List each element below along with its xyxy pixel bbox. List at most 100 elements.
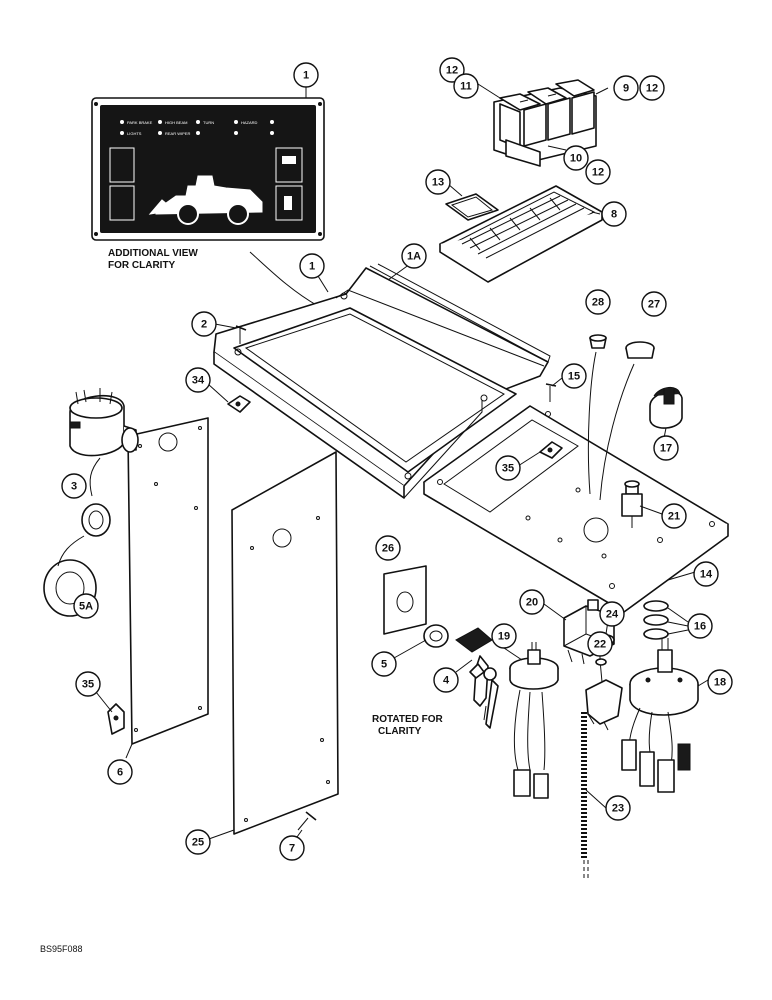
callout-c2: 2 — [191, 311, 217, 337]
indicator-label: HIGH BEAM — [165, 120, 187, 125]
callout-c25: 25 — [185, 829, 211, 855]
callout-c1b: 1 — [299, 253, 325, 279]
callout-label: 20 — [526, 597, 538, 609]
callout-circle — [401, 243, 427, 269]
callout-label: 16 — [694, 621, 706, 633]
callout-circle — [491, 623, 517, 649]
callout-circle — [107, 759, 133, 785]
console-lower-plate — [423, 405, 729, 613]
callout-label: 5 — [381, 659, 387, 671]
callout-label: 2 — [201, 319, 207, 331]
callout-label: 8 — [611, 209, 617, 221]
rocker-switch-assembly — [493, 79, 597, 167]
callout-c4: 4 — [433, 667, 459, 693]
coiled-cable — [581, 712, 589, 880]
rotary-switch-large — [621, 638, 699, 793]
callout-c13: 13 — [425, 169, 451, 195]
screw — [297, 811, 317, 831]
callout-label: 35 — [82, 679, 94, 691]
caption-additional-view-line1: ADDITIONAL VIEW — [108, 248, 198, 259]
callout-circle — [75, 671, 101, 697]
callout-label: 25 — [192, 837, 204, 849]
callout-label: 6 — [117, 767, 123, 779]
indicator-label: HAZARD — [241, 120, 258, 125]
callout-label: 15 — [568, 371, 580, 383]
caption-rotated-line1: ROTATED FOR — [372, 714, 444, 725]
callout-c12a: 12 — [439, 57, 465, 83]
callout-label: 34 — [192, 375, 205, 387]
callout-label: 23 — [612, 803, 624, 815]
callout-c24: 24 — [599, 601, 625, 627]
control-knob — [649, 387, 683, 429]
callout-label: 35 — [502, 463, 514, 475]
callout-circle — [439, 57, 465, 83]
callout-circle — [73, 593, 99, 619]
hole-plug-small — [589, 334, 607, 349]
callout-c34: 34 — [185, 367, 211, 393]
callout-circle — [661, 503, 687, 529]
callout-circle — [707, 669, 733, 695]
callout-c1a: 1 — [293, 62, 319, 88]
callout-label: 10 — [570, 153, 582, 165]
callout-label: 11 — [460, 81, 472, 93]
callout-circle — [375, 535, 401, 561]
callout-c26: 26 — [375, 535, 401, 561]
callout-label: 4 — [443, 675, 450, 687]
callout-label: 24 — [606, 609, 619, 621]
callout-c3: 3 — [61, 473, 87, 499]
indicator-plate: PARK BRAKE HIGH BEAM TURN HAZARD LIGHTS … — [91, 97, 325, 241]
switch-blank-plug — [445, 193, 499, 221]
callout-label: 17 — [660, 443, 672, 455]
loader-icon — [148, 175, 263, 225]
callout-c12b: 12 — [639, 75, 665, 101]
callout-c5: 5 — [371, 651, 397, 677]
callout-c9: 9 — [613, 75, 639, 101]
side-panel-upper — [127, 417, 209, 745]
indicator-label: REAR WIPER — [165, 131, 190, 136]
retaining-clip — [227, 395, 251, 413]
callout-circle — [299, 253, 325, 279]
callout-label: 9 — [623, 83, 629, 95]
callout-circle — [561, 363, 587, 389]
callout-c8: 8 — [601, 201, 627, 227]
callout-circle — [433, 667, 459, 693]
callout-c7: 7 — [279, 835, 305, 861]
callout-circle — [279, 835, 305, 861]
callout-c6: 6 — [107, 759, 133, 785]
callout-label: 12 — [592, 167, 604, 179]
callout-label: 3 — [71, 481, 77, 493]
callout-circle — [585, 159, 611, 185]
callout-circle — [653, 435, 679, 461]
callout-circle — [687, 613, 713, 639]
callout-c15: 15 — [561, 363, 587, 389]
callout-c35a: 35 — [495, 455, 521, 481]
callout-label: 14 — [700, 569, 713, 581]
callout-label: 13 — [432, 177, 444, 189]
retaining-clip — [107, 703, 125, 735]
callout-c27: 27 — [641, 291, 667, 317]
callout-label: 5A — [79, 601, 93, 613]
callout-label: 12 — [446, 65, 458, 77]
callout-label: 27 — [648, 299, 660, 311]
callout-c17: 17 — [653, 435, 679, 461]
callout-circle — [185, 367, 211, 393]
lock-nut — [423, 624, 449, 648]
callout-c21: 21 — [661, 503, 687, 529]
callout-label: 1 — [303, 70, 309, 82]
washer-stack — [643, 600, 669, 640]
callout-circle — [61, 473, 87, 499]
retaining-clip — [539, 441, 563, 459]
callout-c11: 11 — [453, 73, 479, 99]
callout-label: 7 — [289, 843, 295, 855]
indicator-label: TURN — [203, 120, 214, 125]
callout-c12c: 12 — [585, 159, 611, 185]
callout-c19: 19 — [491, 623, 517, 649]
hole-plug-large — [625, 341, 655, 359]
callout-label: 19 — [498, 631, 510, 643]
washer-nut — [81, 503, 111, 537]
callout-label: 18 — [714, 677, 726, 689]
callout-c1A: 1A — [401, 243, 427, 269]
callout-circle — [587, 631, 613, 657]
callout-label: 12 — [646, 83, 658, 95]
